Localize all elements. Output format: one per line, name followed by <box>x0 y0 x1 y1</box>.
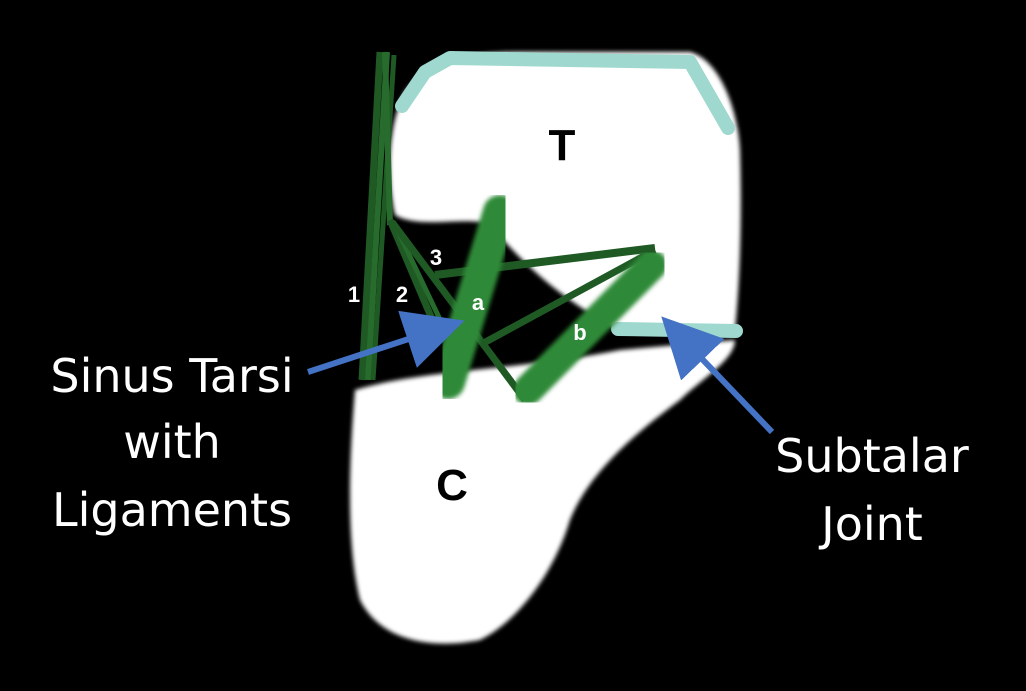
ligament-b-label: b <box>573 320 586 345</box>
ligament-2-label: 2 <box>396 282 408 307</box>
talus-cartilage <box>395 51 735 135</box>
sinus-tarsi-callout-line-2: with <box>123 415 221 469</box>
sinus-tarsi-callout-line-1: Sinus Tarsi <box>50 349 293 403</box>
sinus-tarsi-arrow <box>307 310 465 375</box>
subtalar-joint-cartilage <box>611 322 743 338</box>
sinus-tarsi-callout-line-3: Ligaments <box>52 483 292 537</box>
subtalar-joint-callout-line-1: Subtalar <box>775 429 969 483</box>
subtalar-joint-callout-line-2: Joint <box>818 497 923 551</box>
ligament-a-label: a <box>472 290 485 315</box>
ligament-b <box>513 250 667 405</box>
ligament-1-label: 1 <box>348 282 360 307</box>
ligament-3-label: 3 <box>430 245 442 270</box>
subtalar-joint-arrow <box>661 316 775 435</box>
ligament-1 <box>358 51 397 381</box>
calcaneus-bone <box>350 340 735 644</box>
calcaneus-label: C <box>436 461 468 510</box>
talus-label: T <box>549 121 576 170</box>
